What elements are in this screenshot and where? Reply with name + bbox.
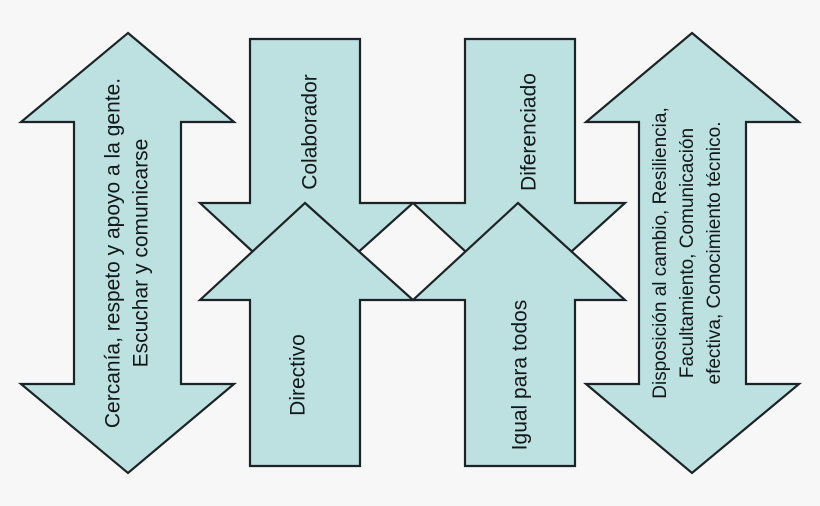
label-igual-para-todos: Igual para todos [509,300,532,451]
label-left-outer-line-1: Cercanía, respeto y apoyo a la gente. [102,78,125,428]
label-left-outer-line-2: Escuchar y comunicarse [130,139,153,368]
label-diferenciado: Diferenciado [518,73,541,191]
arrow-center-left-up [197,201,416,468]
arrow-left-outer [17,31,238,475]
label-right-outer-line-2: Facultamiento, Comunicación [677,128,698,378]
arrow-right-outer [582,31,803,475]
label-colaborador: Colaborador [299,74,322,190]
arrow-center-right-up [410,201,628,468]
label-right-outer-line-1: Disposición al cambio, Resiliencia, [650,107,671,398]
label-right-outer-line-3: efectiva, Conocimiento técnico. [704,122,725,385]
label-directivo: Directivo [287,334,310,416]
